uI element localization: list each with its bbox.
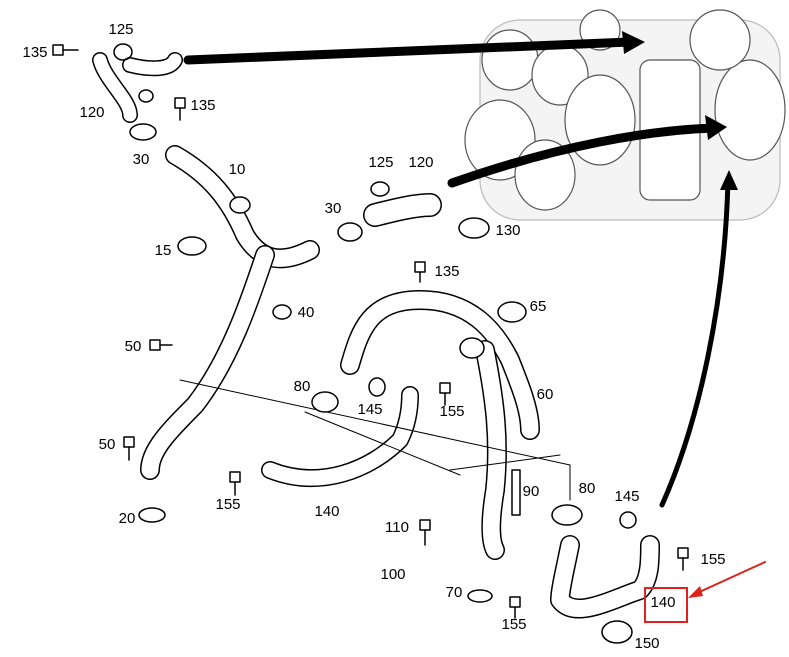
callout-50: 50 — [98, 436, 116, 453]
callout-135: 135 — [434, 263, 460, 280]
callout-155: 155 — [501, 616, 527, 633]
callout-140: 140 — [314, 503, 340, 520]
callout-120: 120 — [408, 154, 434, 171]
callout-145: 145 — [357, 401, 383, 418]
callout-80: 80 — [578, 480, 596, 497]
callout-50: 50 — [124, 338, 142, 355]
callout-125: 125 — [368, 154, 394, 171]
callout-70: 70 — [445, 584, 463, 601]
highlight-box — [644, 587, 688, 623]
callout-155: 155 — [700, 551, 726, 568]
callout-60: 60 — [536, 386, 554, 403]
flow-arrows — [183, 37, 731, 508]
callout-10: 10 — [228, 161, 246, 178]
highlight-arrow — [694, 561, 766, 595]
callout-80: 80 — [293, 378, 311, 395]
callout-135: 135 — [22, 44, 48, 61]
callout-140-highlighted: 140 — [650, 594, 676, 611]
callout-30: 30 — [132, 151, 150, 168]
callout-135: 135 — [190, 97, 216, 114]
callout-20: 20 — [118, 510, 136, 527]
callout-150: 150 — [634, 635, 660, 652]
callout-65: 65 — [529, 298, 547, 315]
callout-120: 120 — [79, 104, 105, 121]
hoses — [92, 52, 660, 619]
callout-100: 100 — [380, 566, 406, 583]
callout-155: 155 — [439, 403, 465, 420]
callout-145: 145 — [614, 488, 640, 505]
callout-125: 125 — [108, 21, 134, 38]
callout-130: 130 — [495, 222, 521, 239]
clamps — [129, 123, 633, 644]
callout-110: 110 — [385, 519, 409, 536]
callout-30: 30 — [324, 200, 342, 217]
o-rings — [113, 43, 637, 603]
bolts — [52, 44, 689, 619]
callout-15: 15 — [154, 242, 172, 259]
callout-90: 90 — [522, 483, 540, 500]
callout-40: 40 — [297, 304, 315, 321]
leader-lines — [179, 379, 571, 501]
callout-155: 155 — [215, 496, 241, 513]
